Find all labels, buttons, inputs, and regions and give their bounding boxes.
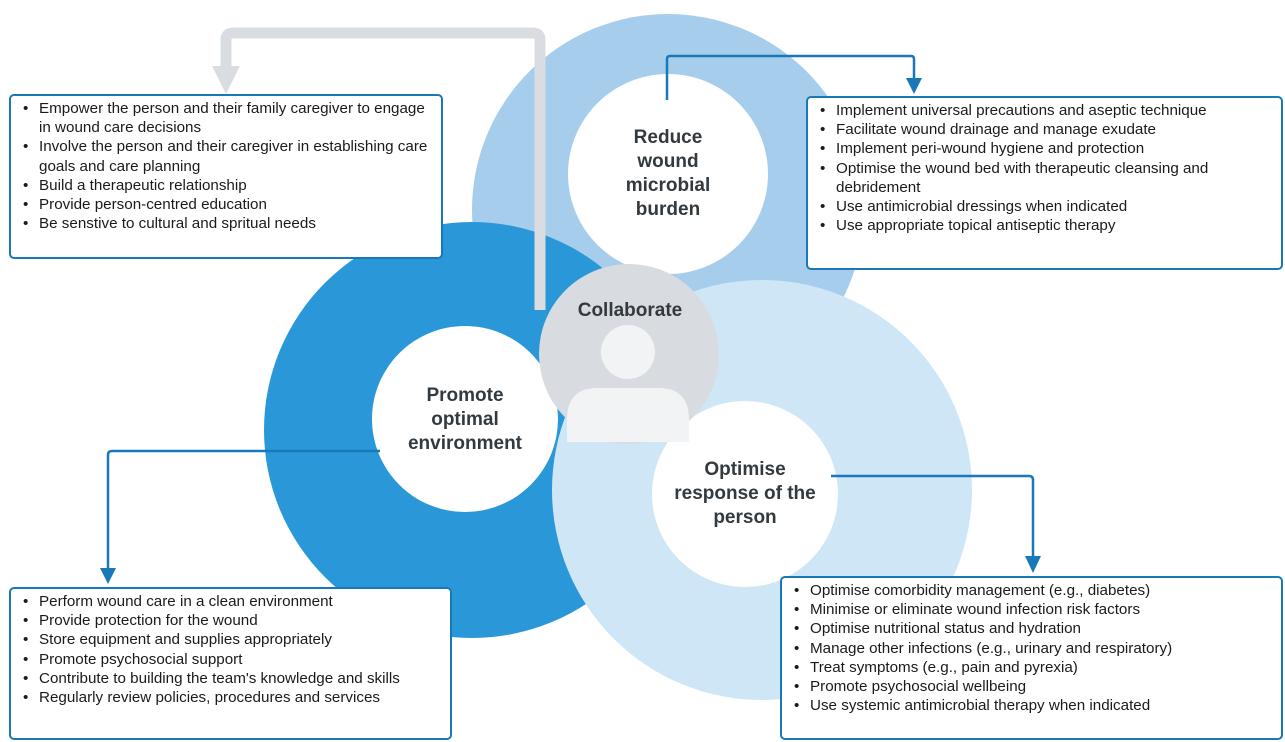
list-item: Store equipment and supplies appropriate… — [21, 630, 442, 649]
list-item: Contribute to building the team's knowle… — [21, 669, 442, 688]
reduce-actions-box: Implement universal precautions and asep… — [806, 96, 1283, 270]
list-item: Use appropriate topical antiseptic thera… — [818, 216, 1273, 235]
reduce-connector-line — [665, 54, 916, 100]
list-item: Manage other infections (e.g., urinary a… — [792, 639, 1273, 658]
optimise-actions-box: Optimise comorbidity management (e.g., d… — [780, 576, 1283, 740]
reduce-inner-circle — [568, 74, 768, 274]
promote-label-line: optimal — [431, 409, 499, 430]
collaborate-arrowhead — [212, 66, 240, 94]
optimise-connector-line — [831, 474, 1035, 560]
list-item: Optimise nutritional status and hydratio… — [792, 619, 1273, 638]
optimise-label: Optimise response of the person — [660, 458, 830, 530]
reduce-arrowhead — [906, 78, 922, 94]
reduce-label-line: Reduce — [633, 127, 703, 148]
list-item: Implement peri-wound hygiene and protect… — [818, 139, 1273, 158]
optimise-arrowhead — [1025, 556, 1041, 573]
list-item: Implement universal precautions and asep… — [818, 101, 1273, 120]
person-icon — [567, 325, 689, 442]
optimise-label-line: person — [713, 507, 777, 528]
collaborate-actions-box: Empower the person and their family care… — [9, 94, 443, 259]
promote-label-line: Promote — [426, 385, 504, 406]
reduce-actions-list: Implement universal precautions and asep… — [818, 101, 1273, 236]
list-item: Provide person-centred education — [21, 195, 433, 214]
optimise-label-line: response of the — [674, 483, 816, 504]
list-item: Regularly review policies, procedures an… — [21, 688, 442, 707]
list-item: Perform wound care in a clean environmen… — [21, 592, 442, 611]
list-item: Use systemic antimicrobial therapy when … — [792, 696, 1273, 715]
collaborate-connector-arrow — [220, 27, 546, 310]
promote-arrowhead — [100, 568, 116, 584]
promote-actions-box: Perform wound care in a clean environmen… — [9, 587, 452, 740]
list-item: Treat symptoms (e.g., pain and pyrexia) — [792, 658, 1273, 677]
promote-label: Promote optimal environment — [382, 384, 548, 456]
list-item: Empower the person and their family care… — [21, 99, 433, 137]
promote-inner-circle — [372, 326, 558, 512]
list-item: Involve the person and their caregiver i… — [21, 137, 433, 175]
collaborate-actions-list: Empower the person and their family care… — [21, 99, 433, 234]
list-item: Optimise comorbidity management (e.g., d… — [792, 581, 1273, 600]
optimise-label-line: Optimise — [704, 459, 786, 480]
reduce-label-line: wound — [637, 151, 699, 172]
list-item: Minimise or eliminate wound infection ri… — [792, 600, 1273, 619]
promote-actions-list: Perform wound care in a clean environmen… — [21, 592, 442, 707]
reduce-label-line: burden — [635, 199, 701, 220]
list-item: Optimise the wound bed with therapeutic … — [818, 159, 1273, 197]
list-item: Promote psychosocial support — [21, 650, 442, 669]
list-item: Be senstive to cultural and spritual nee… — [21, 214, 433, 233]
collaborate-label: Collaborate — [577, 300, 683, 321]
reduce-label: Reduce wound microbial burden — [588, 126, 748, 222]
reduce-label-line: microbial — [625, 175, 711, 196]
optimise-inner-circle — [652, 401, 838, 587]
promote-label-line: environment — [407, 433, 523, 454]
list-item: Facilitate wound drainage and manage exu… — [818, 120, 1273, 139]
list-item: Use antimicrobial dressings when indicat… — [818, 197, 1273, 216]
list-item: Provide protection for the wound — [21, 611, 442, 630]
list-item: Build a therapeutic relationship — [21, 176, 433, 195]
optimise-actions-list: Optimise comorbidity management (e.g., d… — [792, 581, 1273, 716]
list-item: Promote psychosocial wellbeing — [792, 677, 1273, 696]
promote-connector-line — [106, 449, 380, 572]
